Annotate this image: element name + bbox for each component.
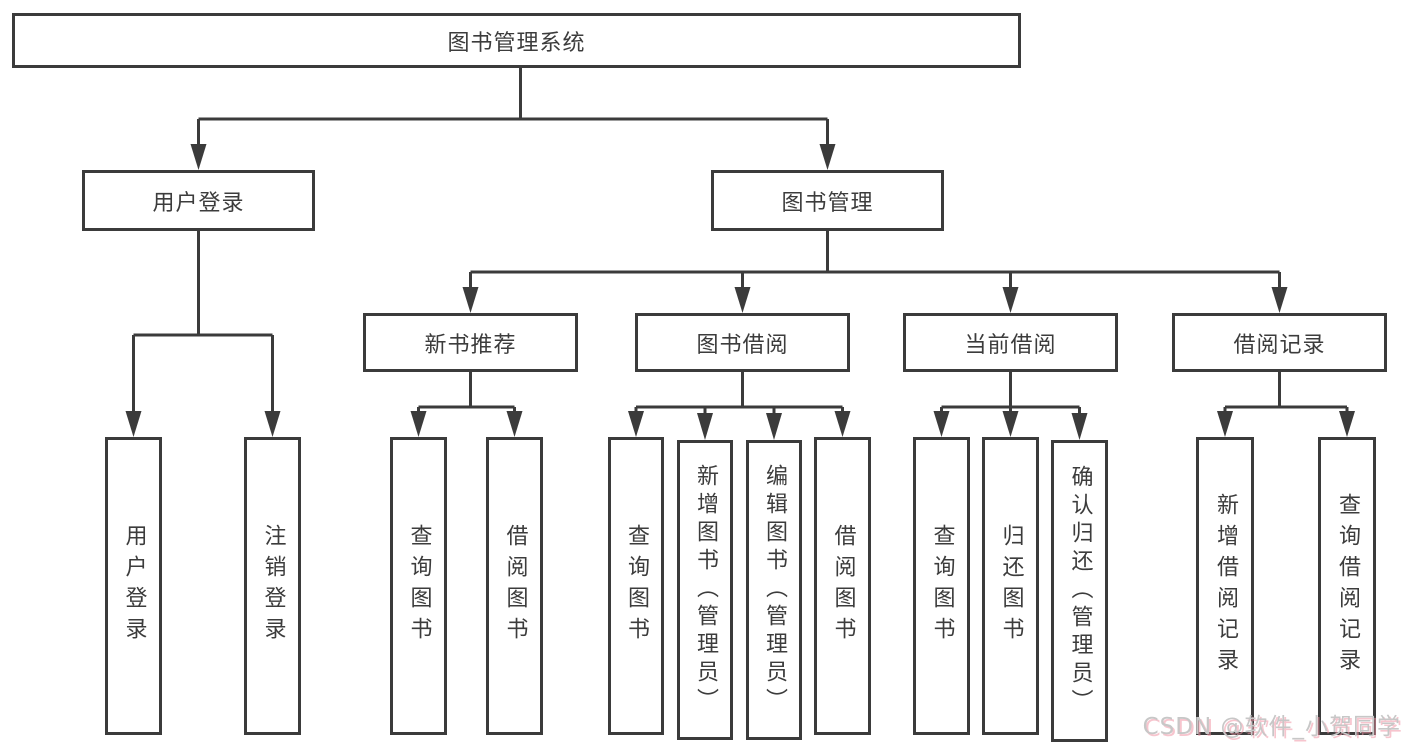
node-current-borrow-label: 当前借阅	[964, 332, 1057, 358]
leaf-user-login-label: 用户登录	[121, 524, 147, 648]
leaf-query-books-borrow-label: 查询图书	[624, 524, 649, 648]
node-current-borrow: 当前借阅	[903, 313, 1118, 372]
node-root-system: 图书管理系统	[12, 13, 1021, 68]
leaf-add-borrow-record-label: 新增借阅记录	[1213, 493, 1238, 679]
leaf-confirm-return-admin: 确认归还（管理员）	[1051, 440, 1108, 742]
leaf-borrow-books: 借阅图书	[814, 437, 871, 735]
leaf-confirm-return-admin-label: 确认归还（管理员）	[1067, 465, 1093, 717]
leaf-query-books-current: 查询图书	[913, 437, 970, 735]
node-user-login-label: 用户登录	[152, 190, 245, 216]
leaf-logout: 注销登录	[244, 437, 301, 735]
leaf-borrow-books-recommend: 借阅图书	[486, 437, 543, 735]
leaf-logout-label: 注销登录	[260, 524, 286, 648]
leaf-return-books-label: 归还图书	[998, 524, 1024, 648]
leaf-query-borrow-record: 查询借阅记录	[1318, 437, 1376, 735]
node-book-management: 图书管理	[711, 170, 944, 231]
leaf-user-login: 用户登录	[105, 437, 162, 735]
node-new-book-recommend: 新书推荐	[363, 313, 578, 372]
leaf-query-books-borrow: 查询图书	[608, 437, 664, 735]
leaf-query-books-recommend: 查询图书	[390, 437, 447, 735]
leaf-return-books: 归还图书	[982, 437, 1039, 735]
leaf-add-books-admin: 新增图书（管理员）	[677, 440, 733, 740]
leaf-edit-books-admin: 编辑图书（管理员）	[746, 440, 802, 740]
node-borrow-records-label: 借阅记录	[1233, 332, 1326, 358]
leaf-query-books-recommend-label: 查询图书	[406, 524, 432, 648]
leaf-borrow-books-recommend-label: 借阅图书	[502, 524, 528, 648]
node-book-borrow: 图书借阅	[635, 313, 850, 372]
leaf-edit-books-admin-label: 编辑图书（管理员）	[762, 464, 787, 716]
node-root-system-label: 图书管理系统	[447, 30, 586, 56]
csdn-watermark: CSDN @软件_小贺同学	[1142, 714, 1401, 740]
node-book-borrow-label: 图书借阅	[696, 332, 789, 358]
leaf-query-books-current-label: 查询图书	[929, 524, 955, 648]
node-book-management-label: 图书管理	[781, 190, 874, 216]
node-borrow-records: 借阅记录	[1172, 313, 1387, 372]
leaf-add-borrow-record: 新增借阅记录	[1196, 437, 1254, 735]
node-user-login: 用户登录	[82, 170, 315, 231]
leaf-query-borrow-record-label: 查询借阅记录	[1335, 493, 1360, 679]
leaf-add-books-admin-label: 新增图书（管理员）	[693, 464, 718, 716]
leaf-borrow-books-label: 借阅图书	[830, 524, 856, 648]
node-new-book-recommend-label: 新书推荐	[424, 332, 517, 358]
